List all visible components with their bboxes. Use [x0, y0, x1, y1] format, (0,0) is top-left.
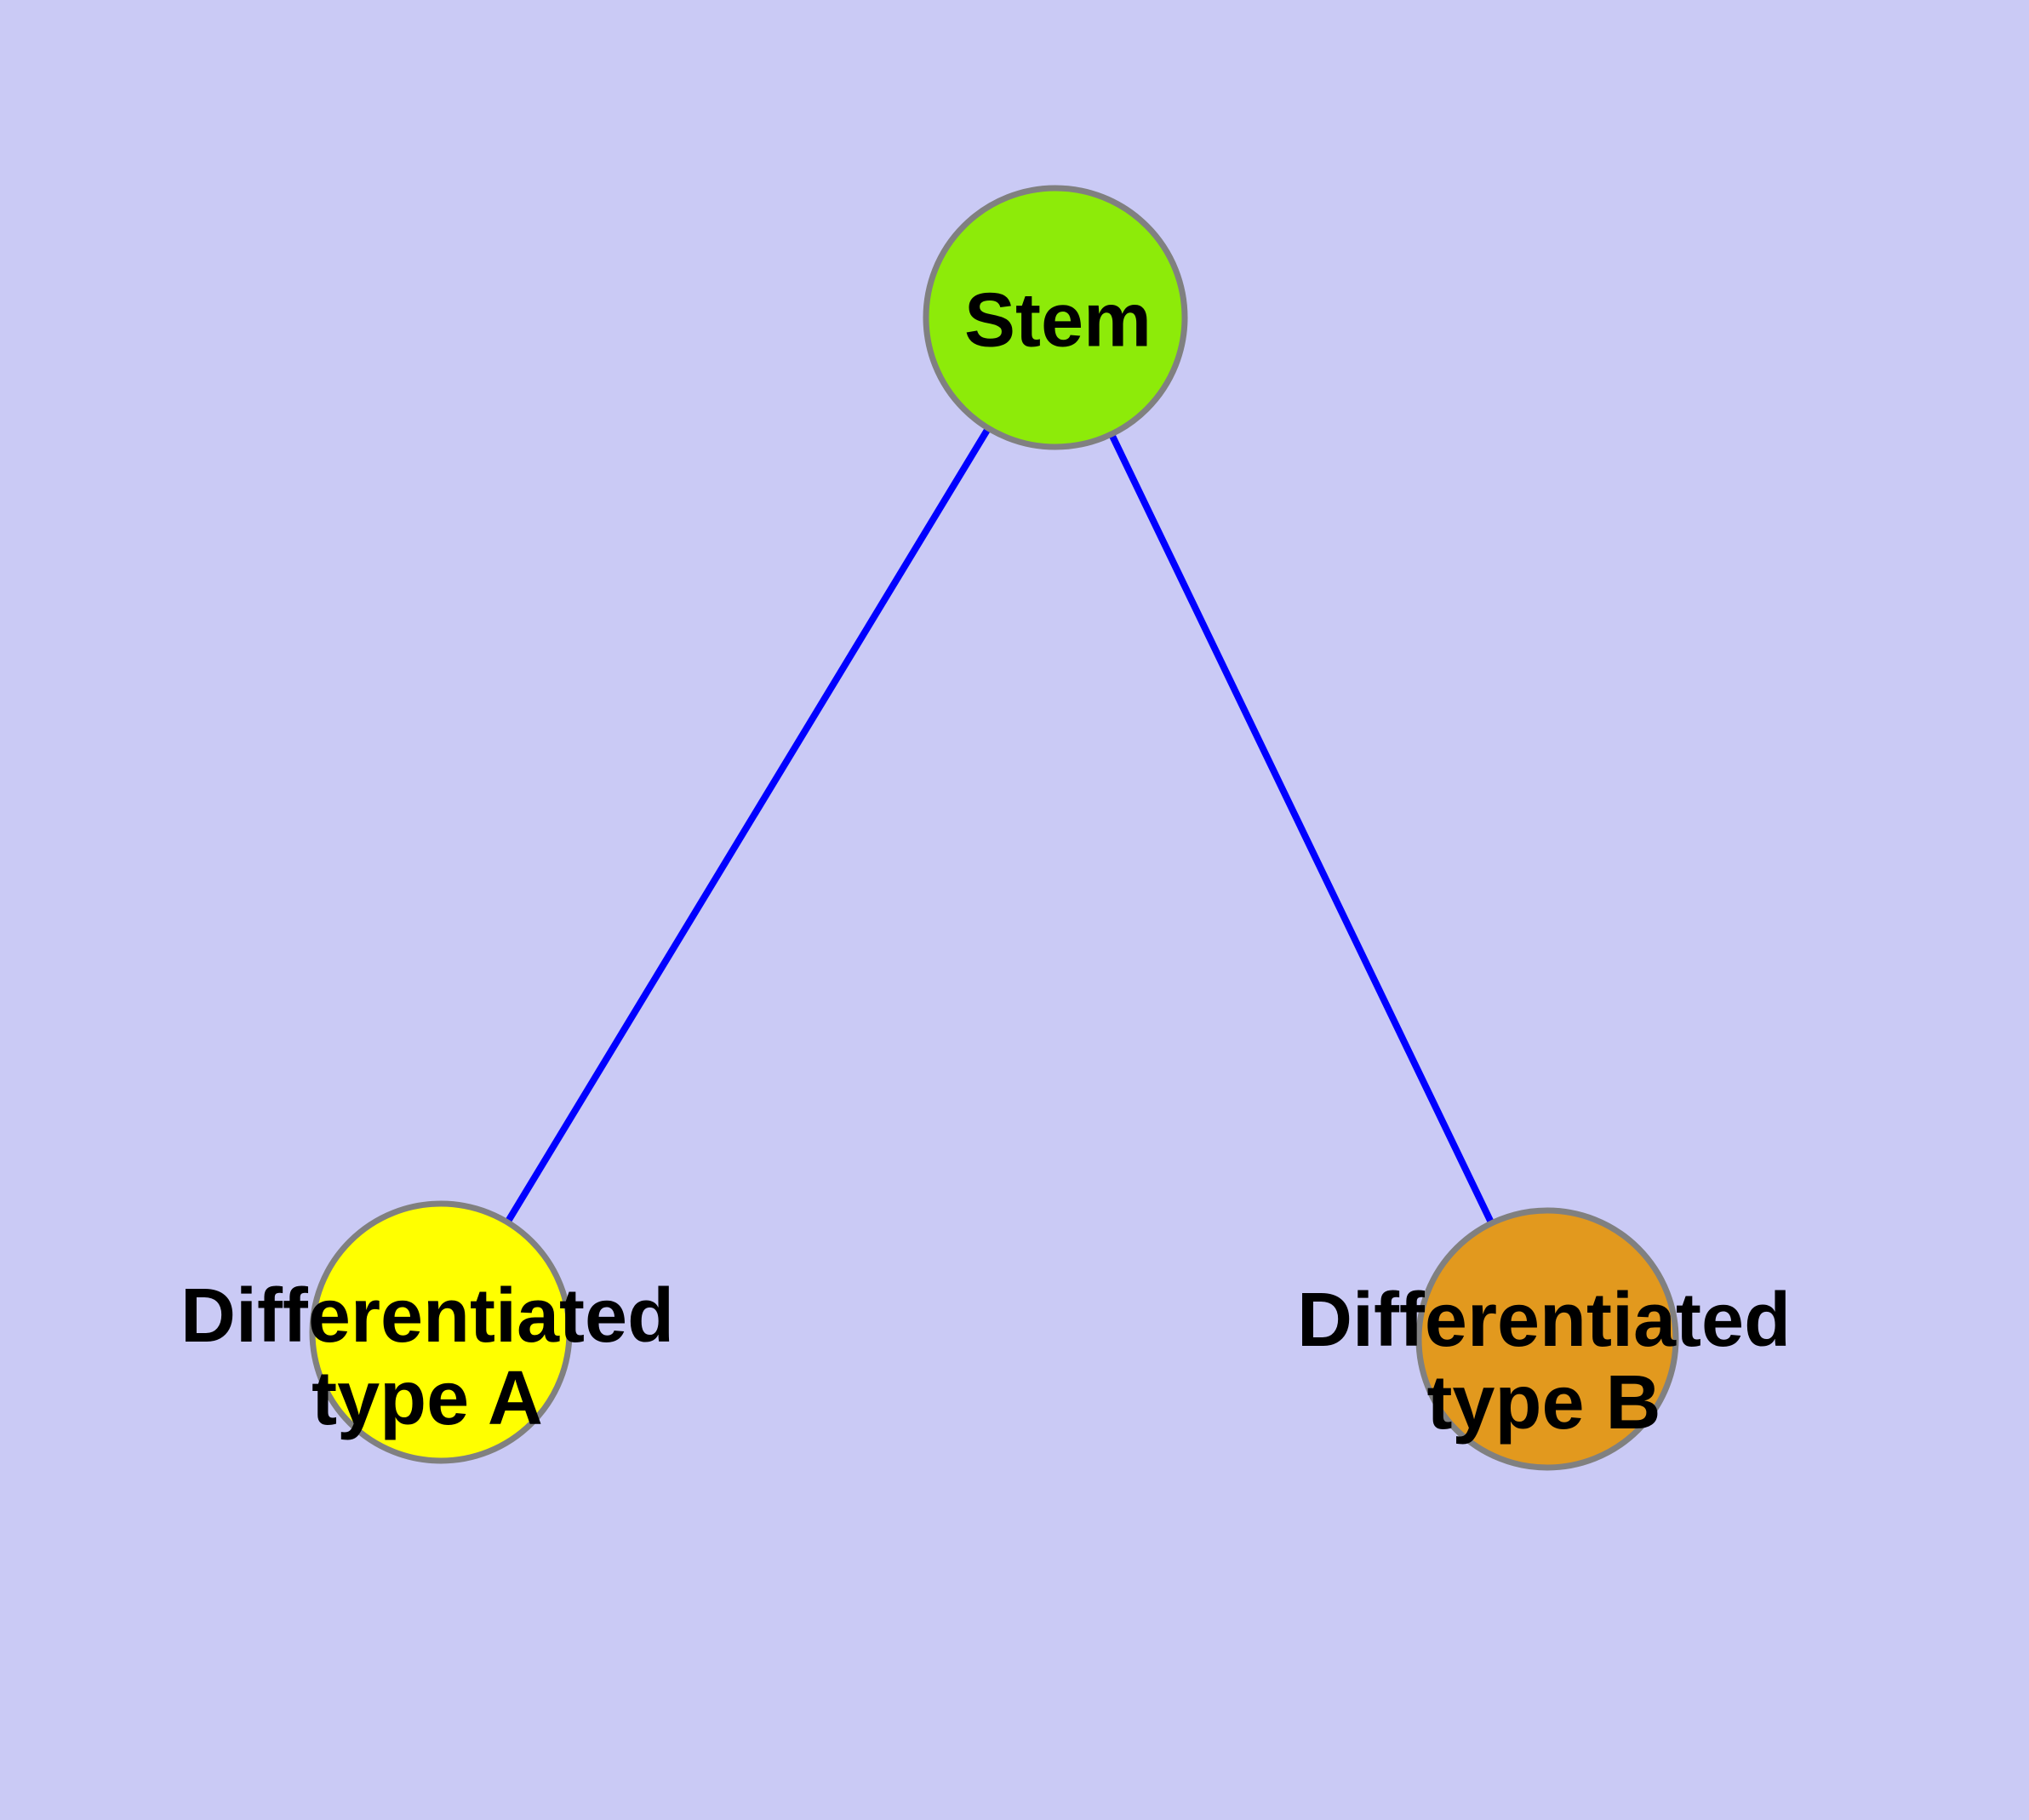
node-type-a-label: Differentiated type A — [180, 1275, 674, 1440]
node-type-b-label-line2: type B — [1426, 1360, 1661, 1445]
node-stem-circle — [923, 185, 1188, 450]
node-type-a-circle — [309, 1200, 573, 1464]
node-type-b-label: Differentiated type B — [1297, 1279, 1791, 1445]
node-type-b-circle — [1415, 1207, 1679, 1471]
node-type-a-label-line1: Differentiated — [180, 1273, 675, 1359]
node-type-b-label-line1: Differentiated — [1296, 1278, 1792, 1363]
node-stem-label: Stem — [963, 278, 1152, 363]
edge-stem-to-type-a — [437, 315, 1059, 1335]
node-type-a-label-line2: type A — [311, 1356, 543, 1441]
edge-stem-to-type-b — [1052, 316, 1551, 1341]
